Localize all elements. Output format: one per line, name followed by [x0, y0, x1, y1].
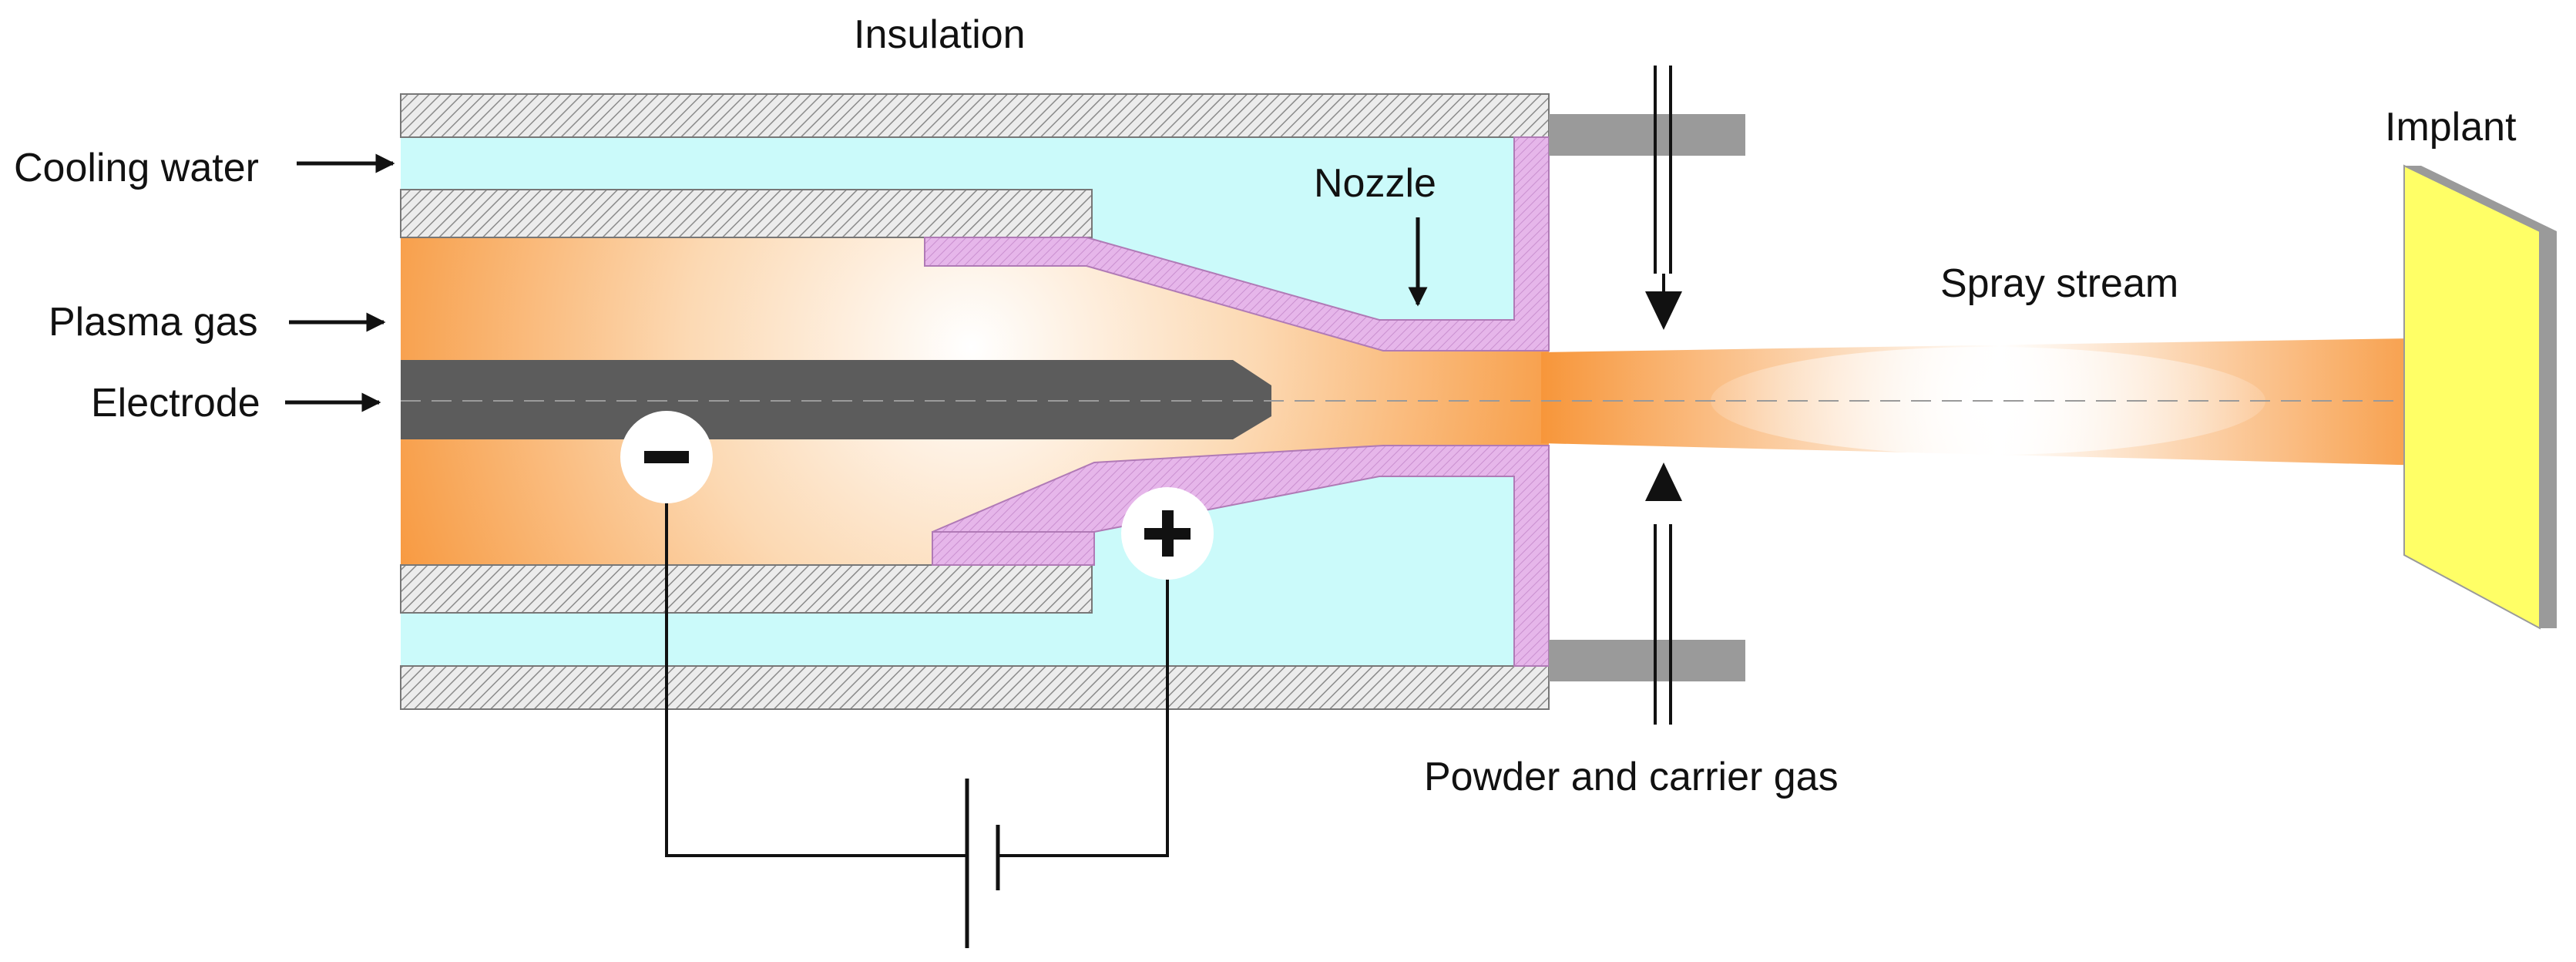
powder-injector-top [1654, 66, 1672, 274]
minus-sign-icon [644, 451, 689, 463]
electrode-label: Electrode [91, 381, 260, 426]
circuit-wires [665, 493, 1169, 857]
nozzle-label: Nozzle [1314, 161, 1436, 206]
implant-label: Implant [2385, 105, 2517, 150]
plasma-gas-label: Plasma gas [49, 300, 258, 345]
mount-top [1549, 114, 1745, 156]
implant-face [2403, 164, 2541, 630]
electrode [401, 360, 1271, 439]
insulation-inner-top [400, 189, 1093, 238]
insulation-label: Insulation [854, 12, 1026, 57]
powder-injector-bottom [1654, 524, 1672, 725]
powder-arrow-down-icon [1645, 291, 1682, 330]
insulation-outer-bottom [400, 665, 1550, 710]
powder-and-carrier-gas-label: Powder and carrier gas [1424, 755, 1839, 799]
plus-sign-v-icon [1162, 510, 1174, 557]
insulation-inner-bottom [400, 564, 1093, 614]
nozzle-bottom-base [932, 531, 1095, 566]
insulation-outer-top [400, 93, 1550, 138]
nozzle-bottom [932, 445, 1550, 667]
powder-arrow-up-icon [1645, 462, 1682, 501]
mount-bottom [1549, 640, 1745, 681]
cooling-water-label: Cooling water [14, 146, 259, 190]
spray-stream-label: Spray stream [1940, 261, 2178, 306]
